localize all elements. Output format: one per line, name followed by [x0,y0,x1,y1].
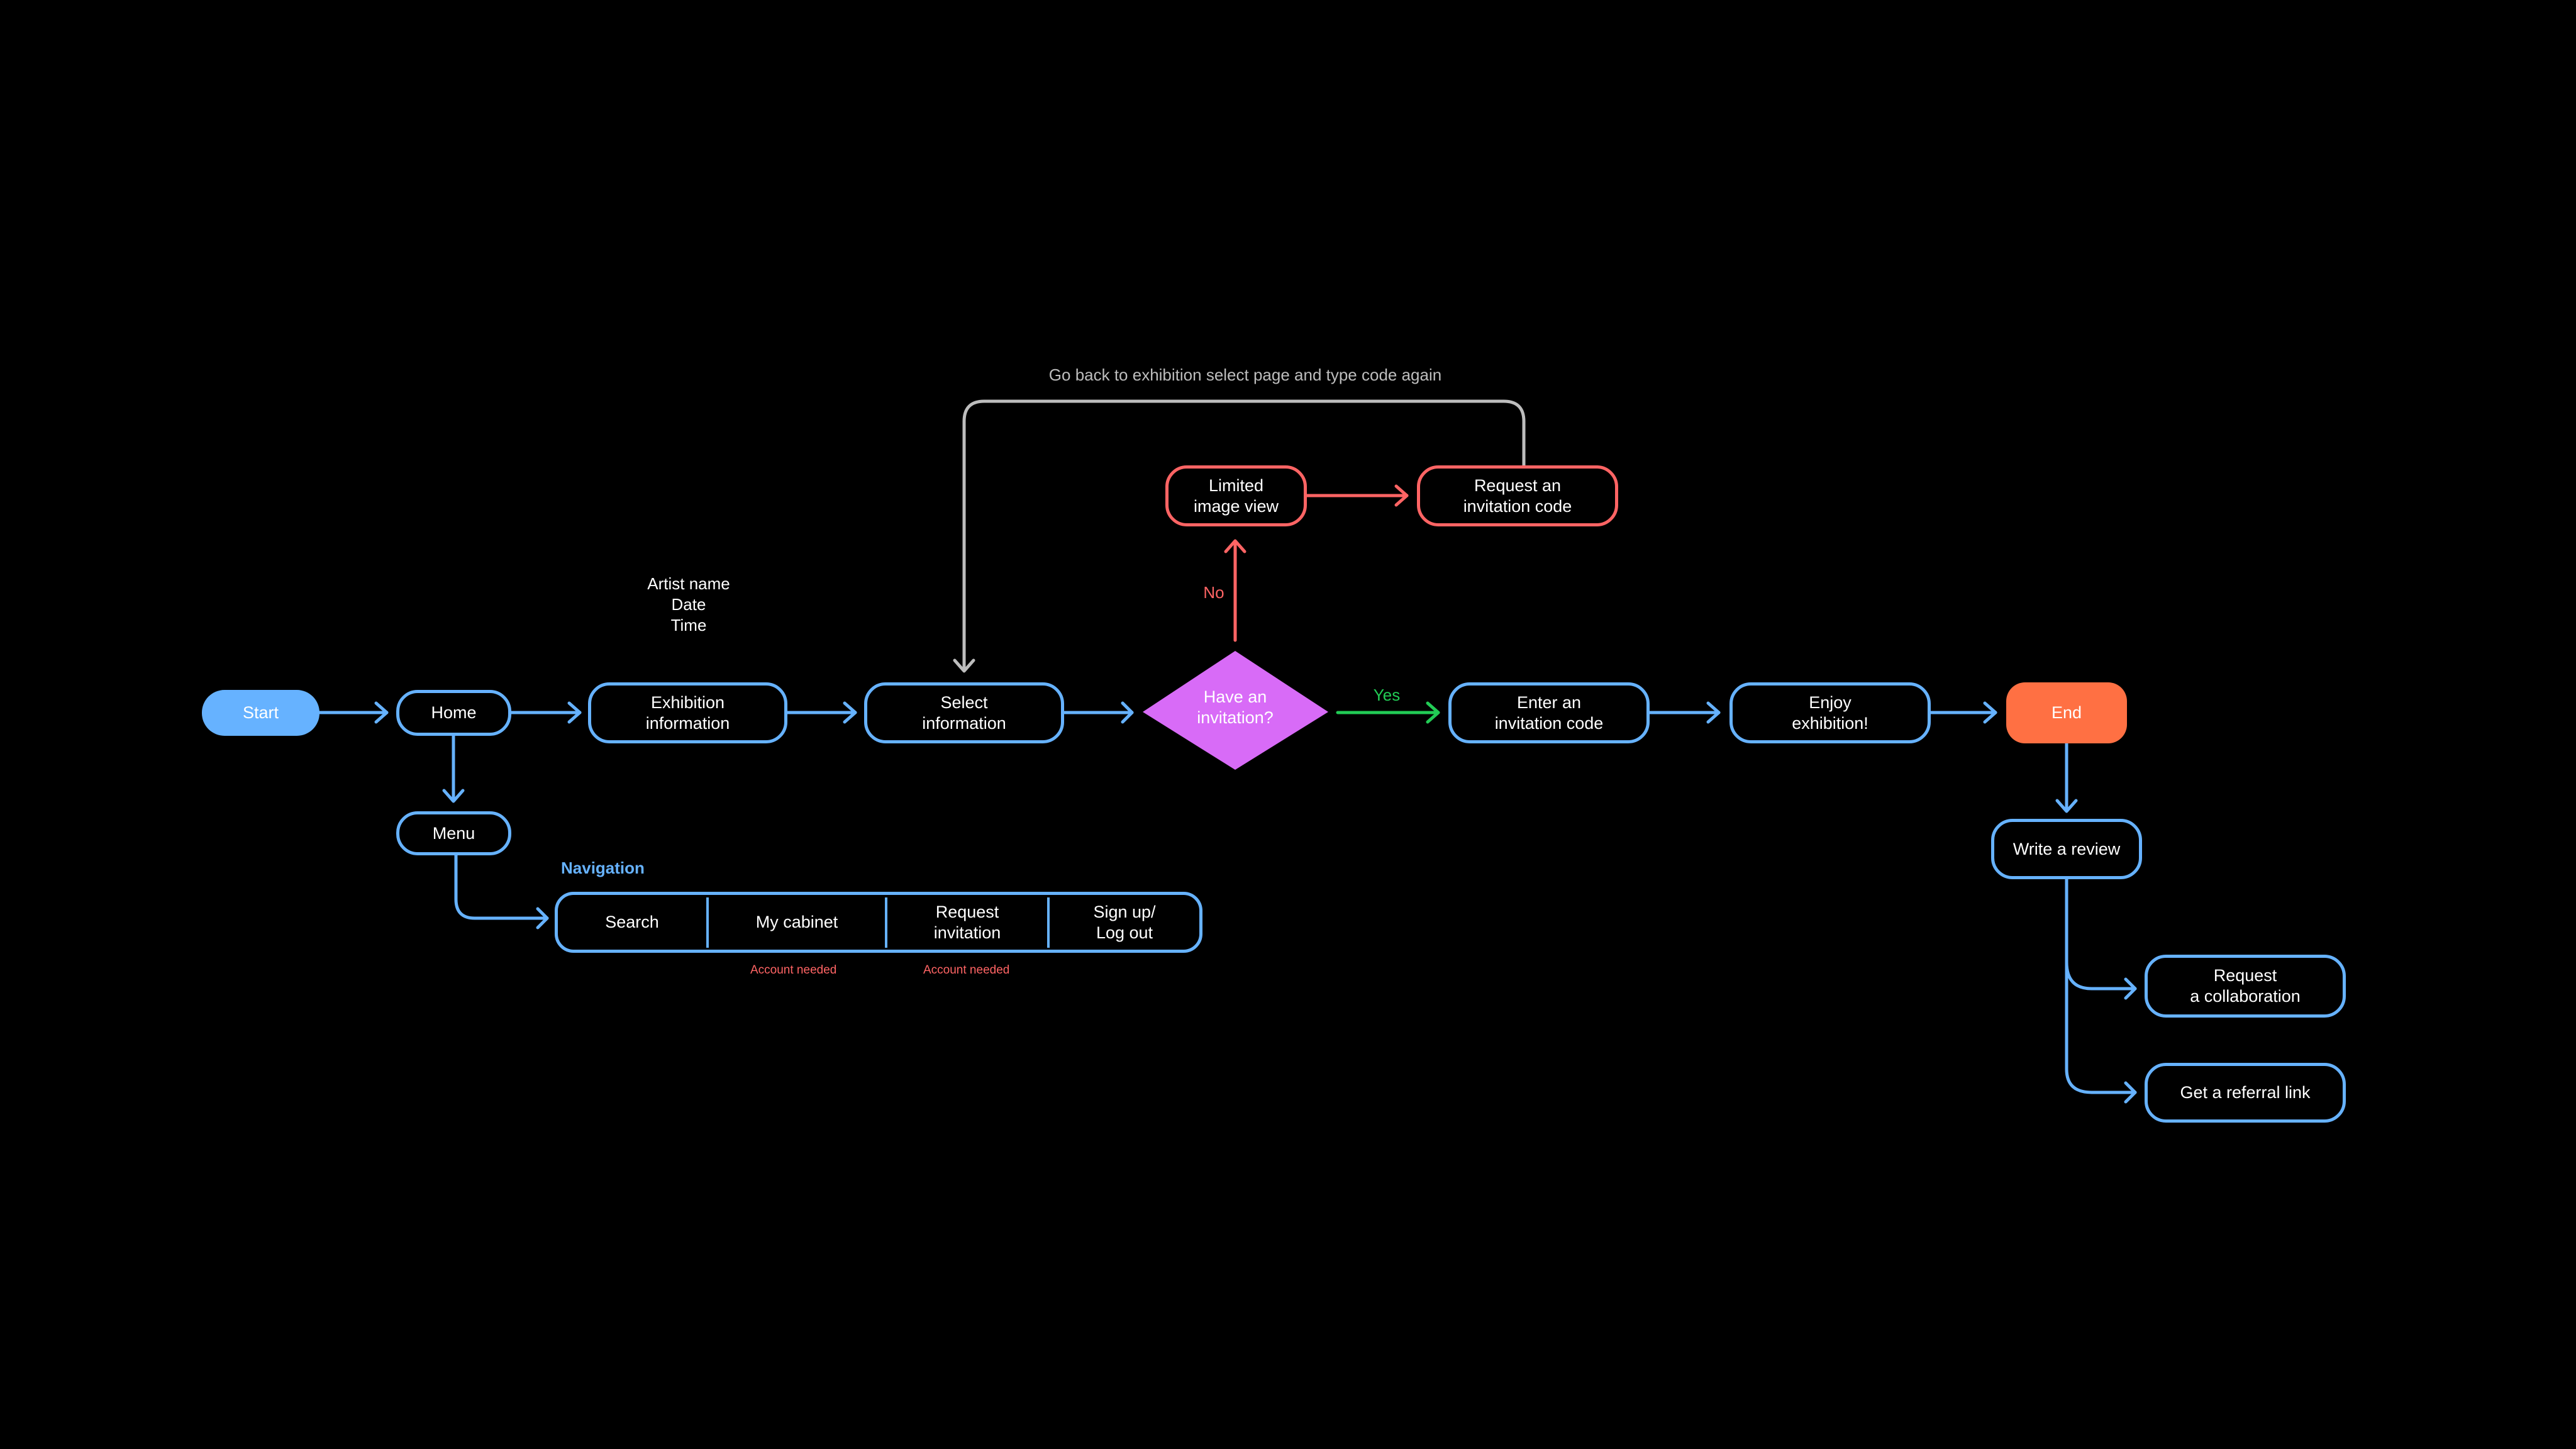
arrow-no-limited-view [1224,539,1246,642]
arrow-end-review [2055,741,2078,813]
nav-item-request-invitation[interactable]: Request invitation [933,902,1001,942]
decision-diamond [1143,651,1328,770]
request-collaboration-node[interactable]: Request a collaboration [2145,955,2346,1018]
loop-back-annotation: Go back to exhibition select page and ty… [1048,365,1442,384]
exhibition-details-annotation: Artist name Date Time [647,574,730,635]
no-label: No [1203,583,1224,602]
decision-label: Have an invitation? [1197,687,1274,727]
menu-node[interactable]: Menu [396,811,511,855]
arrow-loop-back [953,399,1526,673]
enter-invitation-code-node[interactable]: Enter an invitation code [1448,682,1650,743]
account-needed-note: Account needed [923,963,1010,977]
exhibition-information-node[interactable]: Exhibition information [588,682,787,743]
arrow-review-collab [2065,877,2137,1000]
arrow-enjoy-end [1929,701,1997,724]
navigation-bar: Search My cabinet Request invitation Sig… [555,892,1202,953]
yes-label: Yes [1373,686,1401,704]
arrow-limited-request-code [1305,484,1409,507]
limited-image-view-node[interactable]: Limited image view [1165,465,1307,526]
nav-divider [1047,897,1050,948]
arrow-home-menu [442,734,465,803]
arrow-start-home [318,701,389,724]
home-node[interactable]: Home [396,690,511,736]
end-node[interactable]: End [2006,682,2127,743]
nav-item-my-cabinet[interactable]: My cabinet [755,913,838,931]
arrow-select-decision [1062,701,1134,724]
arrow-menu-navigation [454,853,549,930]
arrow-review-referral [2065,960,2137,1104]
start-node[interactable]: Start [202,690,319,736]
arrow-enter-enjoy [1648,701,1721,724]
navigation-title: Navigation [561,858,645,877]
write-review-node[interactable]: Write a review [1991,819,2142,879]
arrow-exhibition-select [786,701,857,724]
referral-link-node[interactable]: Get a referral link [2145,1063,2346,1123]
enjoy-exhibition-node[interactable]: Enjoy exhibition! [1729,682,1931,743]
arrow-home-exhibition [509,701,582,724]
account-needed-note: Account needed [750,963,837,977]
request-invitation-code-node[interactable]: Request an invitation code [1417,465,1618,526]
nav-divider [706,897,709,948]
nav-divider [885,897,887,948]
nav-item-sign-up-log-out[interactable]: Sign up/ Log out [1093,902,1156,942]
arrow-yes-enter-code [1336,701,1440,724]
nav-item-search[interactable]: Search [605,913,659,931]
select-information-node[interactable]: Select information [864,682,1064,743]
